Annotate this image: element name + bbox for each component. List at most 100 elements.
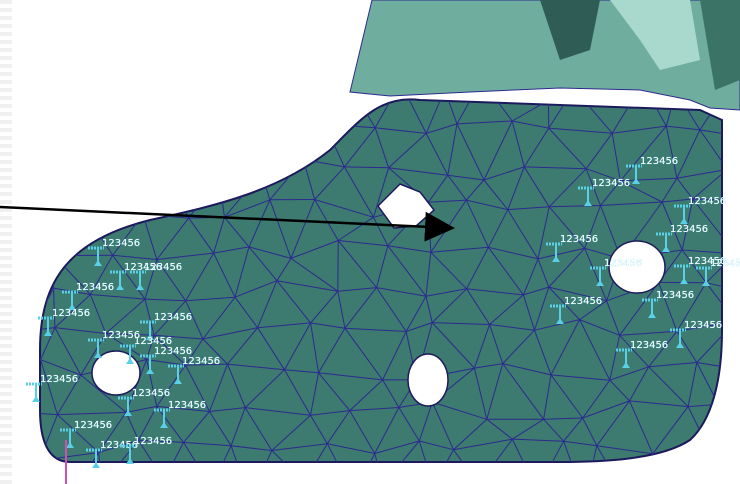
constraint-triangle (648, 312, 656, 318)
spc-constraint[interactable]: 123456 (130, 262, 182, 290)
spc-constraint[interactable]: 123456 (38, 308, 90, 336)
constraint-dof-label: 123456 (154, 346, 192, 357)
spc-constraint[interactable]: 123456 (154, 400, 206, 428)
spc-constraint[interactable]: 123456 (550, 296, 602, 324)
mesh-edge (523, 127, 550, 168)
spc-constraint[interactable]: 123456 (670, 320, 722, 348)
spc-constraint[interactable]: 123456 (118, 388, 170, 416)
mesh-edge (218, 139, 222, 178)
mesh-edge (244, 369, 285, 408)
spc-constraint[interactable]: 123456 (656, 224, 708, 252)
mesh-edge (676, 129, 701, 179)
constraint-triangle (160, 422, 168, 428)
spc-constraint[interactable]: 123456 (140, 346, 192, 374)
mesh-edge (550, 374, 610, 381)
mesh-edge (138, 439, 165, 462)
spc-constraint[interactable]: 123456 (578, 178, 630, 206)
constraint-triangle (676, 342, 684, 348)
mesh-edge (231, 445, 272, 451)
mesh-edge (180, 126, 220, 179)
mesh-edge (180, 99, 211, 128)
mesh-edge (596, 445, 621, 462)
mesh-edge (398, 407, 420, 442)
spc-constraint[interactable]: 123456 (626, 156, 678, 184)
spc-constraint[interactable]: 123456 (168, 356, 220, 384)
spc-constraint[interactable]: 123456 (26, 374, 78, 402)
mesh-edge (388, 133, 427, 169)
mesh-edge (56, 374, 82, 415)
mesh-edge (696, 362, 722, 374)
spc-constraint[interactable]: 123456 (546, 234, 598, 262)
mesh-edge (72, 161, 79, 203)
mesh-edge (156, 405, 210, 412)
mesh-edge (629, 400, 689, 408)
constraint-triangle (92, 462, 100, 468)
mesh-edge (89, 255, 114, 295)
mesh-edge (245, 407, 311, 416)
mesh-edge (675, 99, 701, 131)
mesh-edge (676, 282, 707, 332)
mesh-edge (257, 327, 285, 371)
mesh-edge (209, 411, 232, 447)
mesh-edge (376, 245, 389, 288)
spc-constraint[interactable]: 123456 (642, 290, 694, 318)
mesh-edge (563, 441, 586, 462)
mesh-edge (146, 359, 186, 366)
mesh-edge (483, 166, 525, 181)
spc-constraint[interactable]: 123456 (88, 330, 140, 358)
mesh-edge (202, 327, 258, 340)
mesh-edge (40, 247, 55, 257)
spc-constraint[interactable]: 123456 (60, 420, 112, 448)
mesh-edge (676, 320, 722, 332)
spc-constraint[interactable]: 123456 (120, 436, 172, 464)
constraint-dof-label: 123456 (144, 262, 182, 273)
mesh-edge (502, 363, 552, 376)
mesh-edge (648, 366, 689, 407)
mesh-edge (305, 99, 326, 125)
mesh-edge (548, 206, 586, 249)
spc-constraint[interactable]: 123456 (88, 238, 140, 266)
mesh-edge (524, 166, 587, 170)
mesh-edge (353, 453, 376, 462)
mesh-edge (382, 331, 407, 381)
mesh-edge (456, 120, 513, 125)
mesh-edge (302, 123, 326, 160)
mesh-edge (125, 405, 157, 413)
spc-constraint[interactable]: 123456 (120, 336, 172, 364)
mesh-edge (14, 412, 39, 461)
spc-constraint[interactable]: 123456 (674, 196, 726, 224)
mesh-edge (107, 175, 171, 181)
mesh-edge (629, 400, 654, 455)
mesh-edge (548, 247, 586, 288)
mesh-edge (234, 246, 250, 298)
spc-constraint[interactable]: 123456 (590, 258, 642, 286)
mesh-edge (185, 252, 215, 302)
mesh-edge (20, 84, 57, 91)
spc-constraint[interactable]: 123456 (86, 440, 138, 468)
mesh-edge (156, 259, 187, 302)
mesh-edge (40, 247, 54, 289)
spc-constraint[interactable]: 123456 (674, 256, 726, 284)
mesh-edge (98, 412, 127, 453)
mesh-edge (249, 81, 306, 97)
spc-constraint[interactable]: 123456 (62, 282, 114, 310)
mesh-edge (487, 209, 509, 248)
mesh-edge (271, 99, 307, 139)
mesh-edge (149, 99, 181, 128)
mesh-edge (234, 280, 278, 298)
mesh-edge (735, 321, 740, 372)
spc-constraint[interactable]: 123456 (140, 312, 192, 340)
spc-constraint[interactable]: 123456 (696, 258, 740, 286)
mesh-edge (183, 411, 210, 443)
spc-constraint[interactable]: 123456 (616, 340, 668, 368)
constraint-triangle (662, 246, 670, 252)
mesh-edge (619, 330, 677, 336)
mesh-edge (54, 327, 82, 376)
mesh-edge (609, 366, 649, 381)
mesh-edge (290, 240, 339, 259)
mesh-edge (220, 99, 250, 140)
spc-constraint[interactable]: 123456 (110, 262, 162, 290)
mesh-edge (113, 90, 151, 98)
